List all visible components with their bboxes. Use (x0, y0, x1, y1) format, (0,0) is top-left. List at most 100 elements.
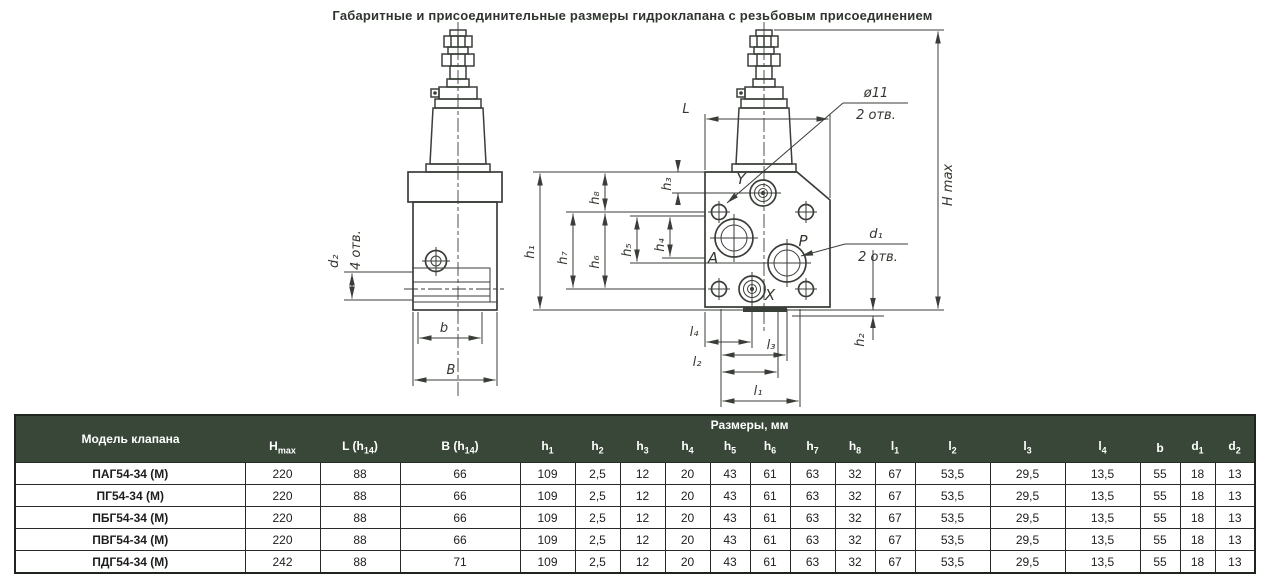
value-cell: 63 (789, 550, 836, 574)
b-label: b (440, 321, 448, 336)
value-cell: 53,5 (914, 462, 991, 485)
value-cell: 67 (874, 462, 916, 485)
value-cell: 13,5 (1064, 528, 1141, 551)
value-cell: 66 (399, 462, 521, 485)
value-cell: 12 (619, 484, 666, 507)
subplate-hatch-top (412, 267, 491, 283)
subplate-hatch-bottom (412, 295, 491, 303)
value-cell: 18 (1179, 462, 1216, 485)
value-cell: 2,5 (574, 550, 621, 574)
value-cell: 13 (1214, 462, 1256, 485)
h8-label: h₈ (588, 191, 603, 204)
value-cell: 18 (1179, 528, 1216, 551)
value-cell: 61 (749, 550, 791, 574)
value-cell: 32 (834, 528, 876, 551)
value-cell: 18 (1179, 550, 1216, 574)
value-cell: 29,5 (989, 462, 1066, 485)
phi11-label: ø11 (863, 86, 889, 101)
hmax-label: H max (941, 164, 956, 207)
column-header-h4: h4 (665, 433, 710, 463)
column-header-h5: h5 (710, 433, 750, 463)
value-cell: 43 (709, 484, 751, 507)
right-view: Y A P X L h₁ (523, 22, 956, 407)
value-cell: 220 (244, 484, 321, 507)
h2-dimension (792, 250, 884, 340)
value-cell: 20 (664, 528, 711, 551)
valve-body-face (704, 171, 831, 308)
value-cell: 55 (1139, 528, 1181, 551)
value-cell: 13 (1214, 550, 1256, 574)
value-cell: 55 (1139, 484, 1181, 507)
column-header-b: b (1140, 433, 1180, 463)
value-cell: 220 (244, 462, 321, 485)
h2-label: h₂ (853, 333, 868, 346)
value-cell: 53,5 (914, 550, 991, 574)
value-cell: 63 (789, 528, 836, 551)
h7-label: h₇ (556, 250, 571, 264)
column-header-l4: l4 (1065, 433, 1140, 463)
value-cell: 109 (519, 506, 576, 529)
model-column-header: Модель клапана (15, 415, 245, 463)
d1-callout (800, 243, 908, 257)
model-cell: ПАГ54-34 (М) (14, 462, 246, 485)
column-header-hmax: Hmax (245, 433, 320, 463)
h3-label: h₃ (660, 177, 675, 190)
l4-label: l₄ (690, 325, 700, 340)
column-header-b-h14: B (h14) (400, 433, 520, 463)
value-cell: 53,5 (914, 506, 991, 529)
value-cell: 20 (664, 462, 711, 485)
value-cell: 88 (319, 484, 401, 507)
value-cell: 12 (619, 550, 666, 574)
value-cell: 63 (789, 462, 836, 485)
value-cell: 63 (789, 484, 836, 507)
column-header-h1: h1 (520, 433, 575, 463)
L-label: L (682, 102, 689, 117)
column-header-h2: h2 (575, 433, 620, 463)
value-cell: 220 (244, 528, 321, 551)
value-cell: 13 (1214, 484, 1256, 507)
value-cell: 66 (399, 528, 521, 551)
column-header-l1: l1 (875, 433, 915, 463)
value-cell: 43 (709, 506, 751, 529)
value-cell: 20 (664, 484, 711, 507)
d1-label: d₁ (869, 227, 882, 242)
column-header-h3: h3 (620, 433, 665, 463)
value-cell: 13,5 (1064, 550, 1141, 574)
value-cell: 66 (399, 506, 521, 529)
value-cell: 12 (619, 528, 666, 551)
value-cell: 32 (834, 550, 876, 574)
value-cell: 66 (399, 484, 521, 507)
four-holes-label: 4 отв. (349, 230, 364, 270)
value-cell: 88 (319, 462, 401, 485)
port-x (738, 272, 766, 306)
value-cell: 29,5 (989, 506, 1066, 529)
value-cell: 32 (834, 506, 876, 529)
value-cell: 2,5 (574, 506, 621, 529)
value-cell: 18 (1179, 484, 1216, 507)
value-cell: 13,5 (1064, 484, 1141, 507)
value-cell: 61 (749, 462, 791, 485)
port-y (746, 179, 781, 207)
value-cell: 61 (749, 506, 791, 529)
value-cell: 2,5 (574, 528, 621, 551)
value-cell: 43 (709, 550, 751, 574)
height-dimensions (537, 160, 681, 309)
column-header-l2: l2 (915, 433, 990, 463)
l3-label: l₃ (767, 338, 776, 353)
body-top-flange (407, 171, 503, 203)
value-cell: 2,5 (574, 462, 621, 485)
B-label: B (447, 363, 456, 378)
model-cell: ПГ54-34 (М) (14, 484, 246, 507)
value-cell: 20 (664, 550, 711, 574)
value-cell: 109 (519, 484, 576, 507)
value-cell: 13,5 (1064, 506, 1141, 529)
h5-label: h₅ (620, 243, 635, 256)
technical-drawing: d₂ 4 отв. b B (327, 22, 956, 407)
value-cell: 32 (834, 484, 876, 507)
phi11-holes-label: 2 отв. (856, 108, 896, 123)
